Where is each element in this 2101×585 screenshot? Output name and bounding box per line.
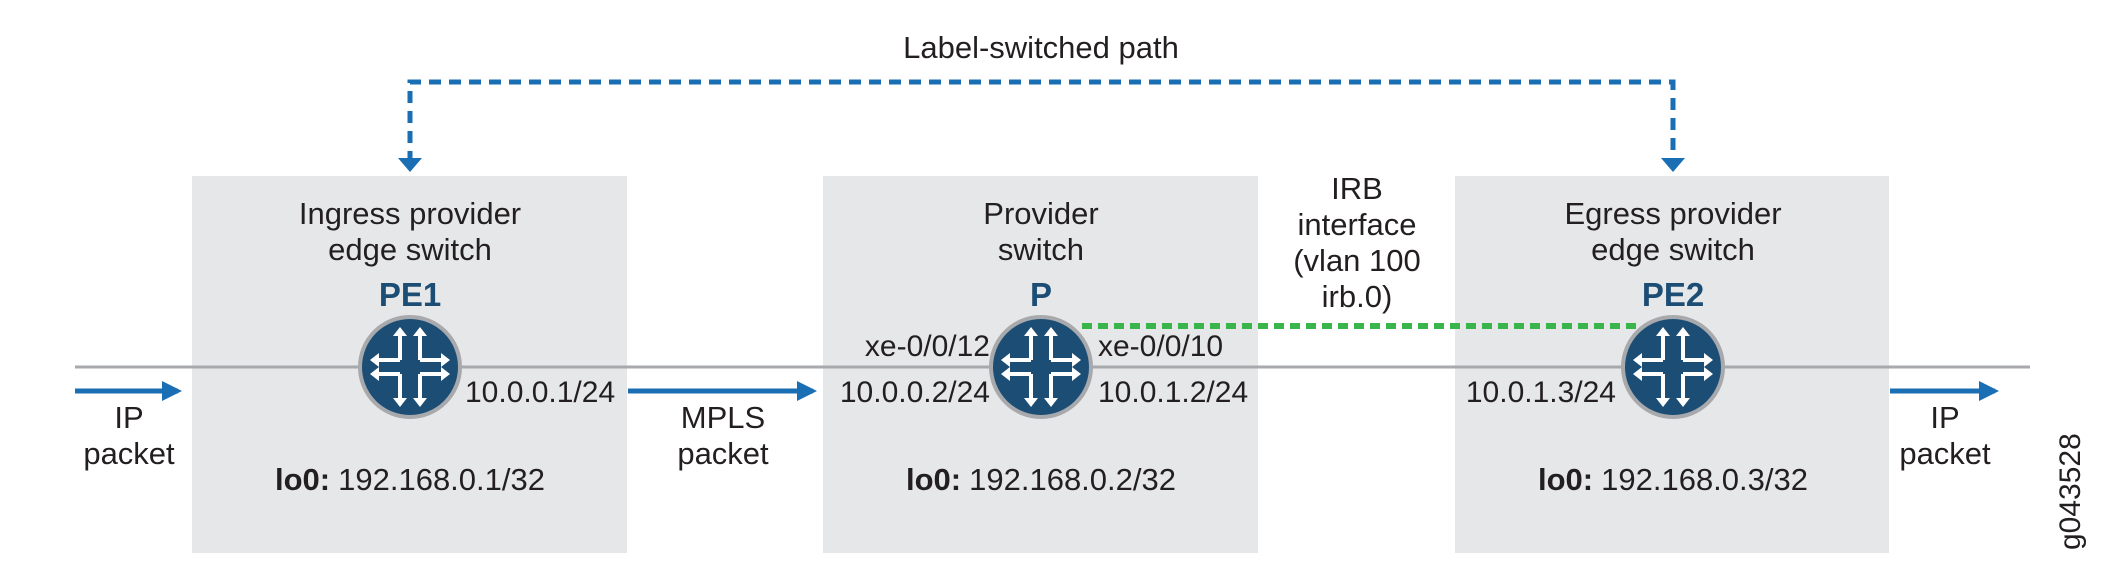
ip-packet-out-line1: IP — [1930, 400, 1959, 435]
irb-line2: interface — [1298, 207, 1417, 242]
pe2-name: PE2 — [1642, 276, 1704, 313]
pe2-iface-addr: 10.0.1.3/24 — [1466, 376, 1616, 409]
pe1-name: PE1 — [379, 276, 441, 313]
ip-packet-in-line1: IP — [114, 400, 143, 435]
lsp-arrow-right-icon — [1661, 158, 1685, 172]
p-loopback: lo0:192.168.0.2/32 — [906, 462, 1176, 497]
p-left-addr: 10.0.0.2/24 — [840, 376, 990, 409]
pe1-lo-addr: 192.168.0.1/32 — [338, 462, 545, 497]
pe1-lo-prefix: lo0: — [275, 462, 330, 497]
ip-packet-in-line2: packet — [83, 436, 175, 471]
p-router-icon — [989, 315, 1093, 419]
pe2-loopback: lo0:192.168.0.3/32 — [1538, 462, 1808, 497]
pe1-title-line2: edge switch — [328, 232, 492, 267]
lsp-label: Label-switched path — [903, 30, 1179, 65]
p-right-addr: 10.0.1.2/24 — [1098, 376, 1248, 409]
p-left-iface: xe-0/0/12 — [865, 330, 990, 363]
pe2-title-line1: Egress provider — [1564, 196, 1781, 231]
mpls-packet-line2: packet — [677, 436, 769, 471]
irb-line1: IRB — [1331, 171, 1383, 206]
p-lo-prefix: lo0: — [906, 462, 961, 497]
ip-packet-out-line2: packet — [1899, 436, 1991, 471]
irb-line3: (vlan 100 — [1293, 243, 1421, 278]
p-title-line2: switch — [998, 232, 1084, 267]
p-right-iface: xe-0/0/10 — [1098, 330, 1223, 363]
pe1-iface-addr: 10.0.0.1/24 — [465, 376, 615, 409]
pe2-lo-addr: 192.168.0.3/32 — [1601, 462, 1808, 497]
irb-line4: irb.0) — [1322, 279, 1393, 314]
mpls-packet-line1: MPLS — [681, 400, 765, 435]
p-name: P — [1030, 276, 1052, 313]
pe2-lo-prefix: lo0: — [1538, 462, 1593, 497]
pe1-loopback: lo0:192.168.0.1/32 — [275, 462, 545, 497]
pe2-router-icon — [1621, 315, 1725, 419]
p-lo-addr: 192.168.0.2/32 — [969, 462, 1176, 497]
pe1-router-icon — [358, 315, 462, 419]
figure-id: g043528 — [2054, 433, 2087, 550]
pe1-title-line1: Ingress provider — [299, 196, 521, 231]
pe2-title-line2: edge switch — [1591, 232, 1755, 267]
p-title-line1: Provider — [983, 196, 1098, 231]
label-switched-path — [407, 79, 1676, 163]
lsp-arrow-left-icon — [398, 158, 422, 172]
